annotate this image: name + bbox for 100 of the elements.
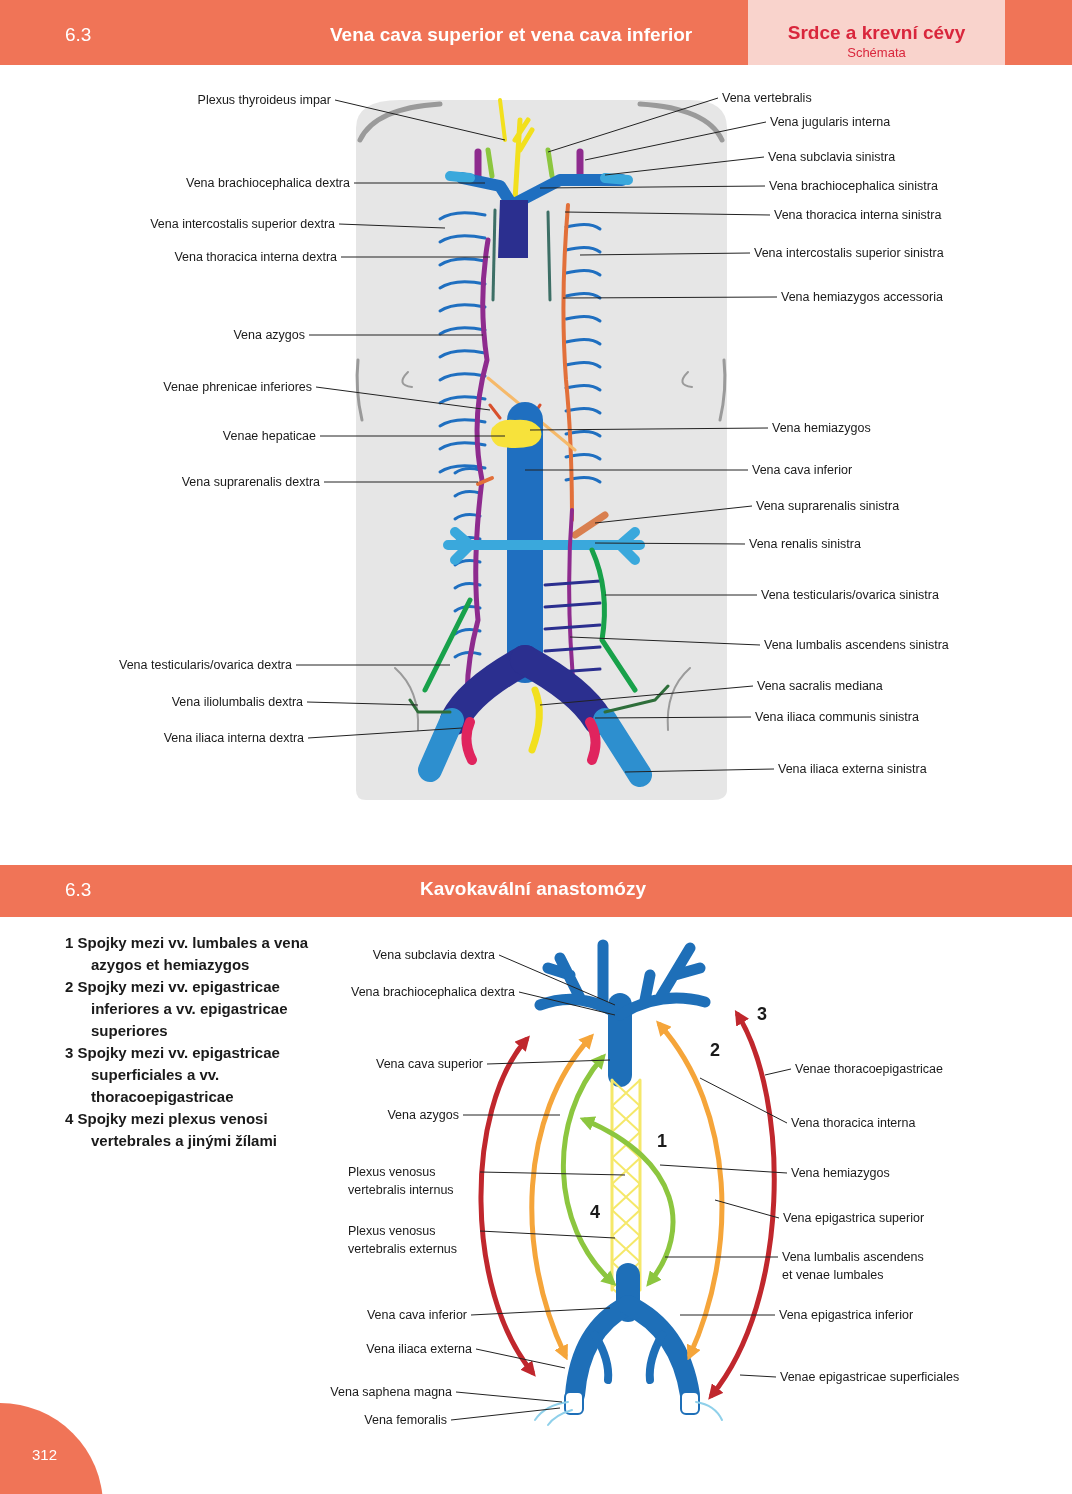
page-title: Vena cava superior et vena cava inferior	[330, 24, 693, 46]
callout-number: 4	[590, 1202, 600, 1223]
chapter-subtitle: Schémata	[846, 45, 907, 60]
leader-line	[624, 768, 775, 773]
leader-line	[340, 256, 491, 258]
leader-line	[338, 223, 446, 229]
vein-label: Venae thoracoepigastricae	[795, 1060, 944, 1078]
leader-line	[470, 1307, 611, 1316]
vein-label: Vena femoralis	[364, 1411, 447, 1429]
vein-label: Vena iliolumbalis dextra	[171, 693, 303, 711]
vein-label: Vena iliaca externa sinistra	[778, 760, 927, 778]
leader-line	[539, 185, 766, 189]
leader-line	[319, 435, 506, 437]
leader-line	[315, 386, 491, 411]
vein-label: Vena azygos	[387, 1106, 459, 1124]
leader-line	[462, 1114, 561, 1116]
leader-line	[479, 1230, 616, 1239]
leader-line	[295, 664, 451, 666]
leader-line	[498, 954, 616, 1006]
vein-label: Vena sacralis mediana	[757, 677, 883, 695]
list-item: 1 Spojky mezi vv. lumbales a vena azygos et hemiazygos	[65, 933, 310, 975]
vein-label: Vena renalis sinistra	[749, 535, 861, 553]
vein-label: Vena saphena magna	[330, 1383, 452, 1401]
vein-label: Vena epigastrica inferior	[779, 1306, 914, 1324]
vein-label: Vena brachiocephalica sinistra	[769, 177, 938, 195]
vein-label: Vena iliaca communis sinistra	[755, 708, 919, 726]
leader-line	[569, 636, 761, 646]
list-item: 2 Spojky mezi vv. epigastricae inferiores a vv. epigastricae superiores	[65, 977, 289, 1041]
vein-label: Vena testicularis/ovarica sinistra	[761, 586, 939, 604]
leader-line	[524, 469, 749, 471]
leader-line	[308, 334, 484, 336]
list-item: 3 Spojky mezi vv. epigastricae superficiales a vv. thoracoepigastricae	[65, 1043, 281, 1107]
leader-line	[334, 99, 506, 141]
callout-number: 2	[710, 1040, 720, 1061]
vein-label: Vena thoracica interna sinistra	[774, 206, 942, 224]
leader-line	[659, 1164, 788, 1174]
callout-number: 3	[757, 1004, 767, 1025]
vein-label: Vena hemiazygos accessoria	[781, 288, 943, 306]
vein-label: Vena intercostalis superior sinistra	[754, 244, 944, 262]
vein-label: Vena hemiazygos	[772, 419, 871, 437]
vein-label: Vena lumbalis ascendens et venae lumbales	[782, 1248, 932, 1284]
leader-line	[594, 505, 753, 524]
vein-label: Vena brachiocephalica dextra	[351, 983, 515, 1001]
leader-line	[604, 156, 765, 176]
page-number: 312	[32, 1446, 58, 1463]
leader-line	[479, 1171, 626, 1176]
vein-label: Vena suprarenalis sinistra	[756, 497, 900, 515]
callout-number: 1	[657, 1131, 667, 1152]
leader-line	[306, 701, 419, 706]
leader-line	[764, 1068, 792, 1076]
list-item: 4 Spojky mezi plexus venosi vertebrales a jinými žílami	[65, 1109, 278, 1151]
leader-line	[486, 1059, 611, 1065]
leader-line	[353, 182, 486, 184]
leader-line	[450, 1407, 561, 1421]
leader-line	[562, 296, 778, 299]
vein-label: Plexus venosus vertebralis internus	[348, 1163, 483, 1199]
leader-line	[307, 727, 463, 739]
leader-line	[547, 97, 719, 153]
section-number: 6.3	[65, 879, 92, 901]
vein-label: Plexus venosus vertebralis externus	[348, 1222, 483, 1258]
vein-label: Vena vertebralis	[722, 89, 812, 107]
vein-label: Vena suprarenalis dextra	[181, 473, 320, 491]
leader-line	[714, 1199, 780, 1219]
leader-line	[604, 594, 758, 596]
vein-label: Venae hepaticae	[222, 427, 316, 445]
leader-line	[579, 252, 751, 256]
leader-line	[739, 1374, 777, 1378]
leader-line	[699, 1077, 788, 1124]
leader-line	[564, 211, 771, 216]
vein-label: Vena hemiazygos	[791, 1164, 890, 1182]
vein-label: Vena intercostalis superior dextra	[150, 215, 335, 233]
section-number: 6.3	[65, 24, 92, 46]
leader-line	[679, 1314, 776, 1316]
leader-line	[455, 1391, 563, 1403]
vein-label: Vena cava superior	[376, 1055, 483, 1073]
vein-label: Vena iliaca externa	[366, 1340, 472, 1358]
vein-label: Vena testicularis/ovarica dextra	[119, 656, 292, 674]
vein-label: Vena epigastrica superior	[783, 1209, 925, 1227]
vein-label: Vena lumbalis ascendens sinistra	[764, 636, 949, 654]
vein-label: Vena subclavia sinistra	[768, 148, 896, 166]
vein-label: Vena cava inferior	[752, 461, 853, 479]
vein-label: Vena subclavia dextra	[372, 946, 495, 964]
section-title: Kavokavální anastomózy	[420, 878, 646, 900]
leader-line	[518, 991, 616, 1016]
leader-line	[664, 1256, 779, 1258]
leader-line	[529, 427, 769, 431]
vein-label: Vena brachiocephalica dextra	[186, 174, 350, 192]
vein-label: Vena jugularis interna	[770, 113, 891, 131]
vein-label: Venae epigastricae superficiales	[780, 1368, 960, 1386]
chapter-title: Srdce a krevní cévy	[786, 22, 967, 44]
vein-label: Plexus thyroideus impar	[197, 91, 331, 109]
vein-label: Venae phrenicae inferiores	[163, 378, 312, 396]
vein-label: Vena thoracica interna dextra	[174, 248, 337, 266]
vein-label: Vena thoracica interna	[791, 1114, 916, 1132]
leader-line	[323, 481, 479, 483]
leader-line	[594, 716, 752, 719]
vein-label: Vena azygos	[233, 326, 305, 344]
leader-line	[584, 121, 767, 161]
leader-line	[539, 685, 754, 706]
vein-label: Vena cava inferior	[366, 1306, 467, 1324]
